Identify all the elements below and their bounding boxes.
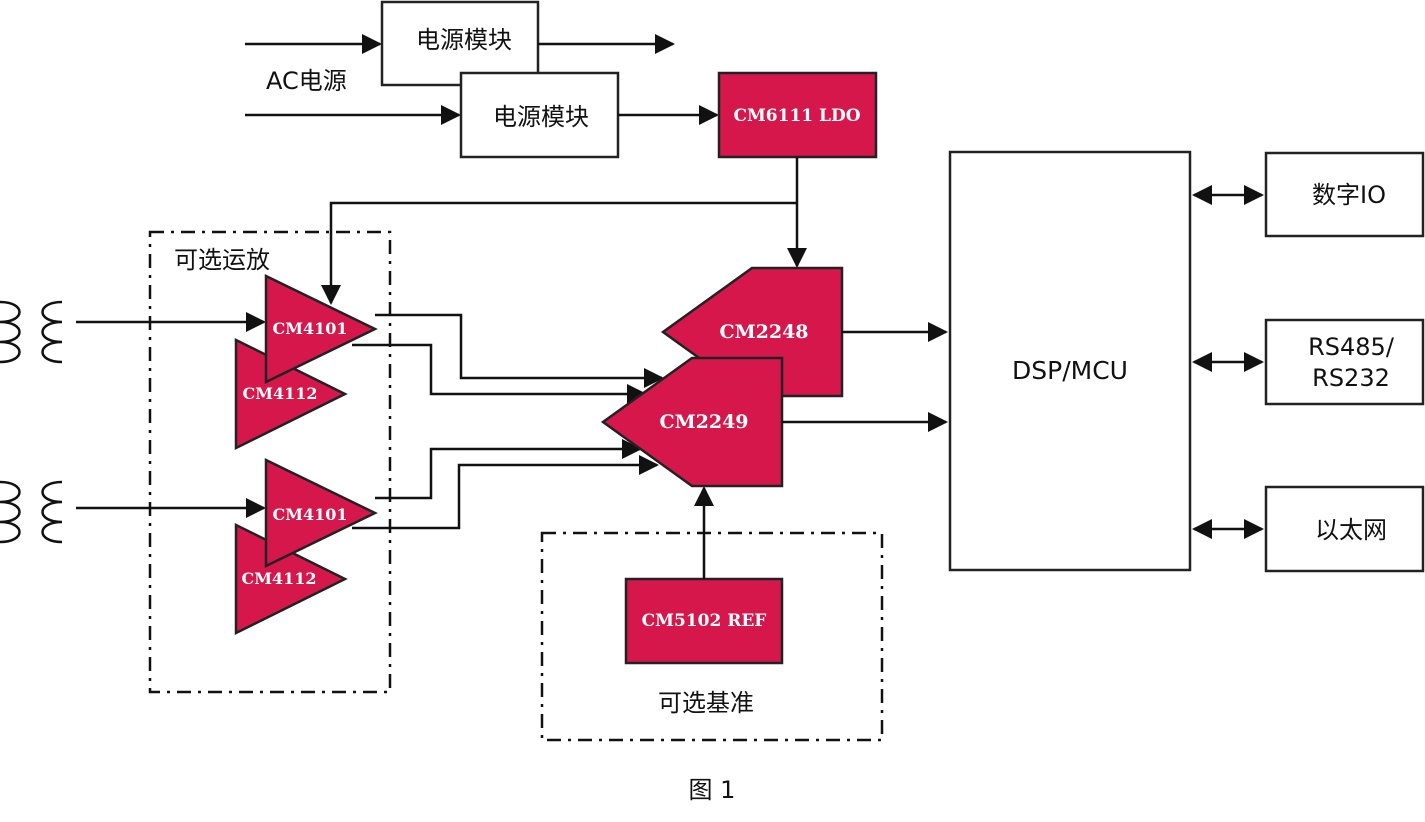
- power-module-1: 电源模块: [380, 0, 540, 87]
- dsp-mcu-block: DSP/MCU: [948, 150, 1192, 572]
- dsp-mcu-label: DSP/MCU: [1012, 356, 1128, 385]
- opamp-top-out-1-arrow: [375, 313, 664, 388]
- adc-chip-1-label: CM2248: [719, 321, 808, 343]
- ldo-to-opamp-arrow: [321, 201, 797, 305]
- opamp-top-1-label: CM4101: [273, 319, 348, 338]
- opamp-bottom-1-label: CM4101: [273, 505, 348, 524]
- optional-ref-label: 可选基准: [658, 689, 754, 717]
- digital-io-label: 数字IO: [1312, 181, 1386, 209]
- opamp-top-out-2-arrow: [352, 343, 647, 404]
- ldo-label: CM6111 LDO: [733, 106, 860, 126]
- ethernet-block: 以太网: [1264, 485, 1425, 573]
- power-module-2-label: 电源模块: [493, 103, 589, 131]
- digital-io-block: 数字IO: [1264, 151, 1425, 238]
- ref-chip: CM5102 REF: [624, 577, 784, 665]
- ref-label: CM5102 REF: [642, 611, 767, 631]
- opamp-bottom-out-2-arrow: [352, 455, 659, 530]
- ac-power-label: AC电源: [266, 67, 347, 95]
- optional-opamp-label: 可选运放: [174, 246, 270, 274]
- figure-caption: 图 1: [689, 776, 736, 804]
- opamp-bottom-out-1-arrow: [375, 439, 642, 500]
- opamp-top-1: CM4101: [264, 274, 378, 384]
- optional-opamp-frame: [148, 230, 392, 694]
- adc-chip-2-label: CM2249: [659, 411, 748, 433]
- rs485-label-line1: RS485/: [1308, 333, 1395, 361]
- transformer-top-icon: [0, 300, 63, 364]
- ethernet-label: 以太网: [1315, 516, 1387, 544]
- opamp-bottom-1: CM4101: [264, 458, 378, 568]
- transformer-bottom-icon: [0, 480, 63, 544]
- opamp-top-2-label: CM4112: [243, 384, 318, 403]
- power-module-1-label: 电源模块: [416, 26, 512, 54]
- adc-chip-2: CM2249: [600, 356, 784, 488]
- ldo-chip: CM6111 LDO: [717, 71, 878, 159]
- rs485-label-line2: RS232: [1312, 364, 1390, 392]
- power-module-2: 电源模块: [459, 71, 620, 159]
- rs485-block: RS485/ RS232: [1264, 318, 1425, 406]
- opamp-bottom-2-label: CM4112: [242, 569, 317, 588]
- optional-ref-frame: [540, 531, 884, 742]
